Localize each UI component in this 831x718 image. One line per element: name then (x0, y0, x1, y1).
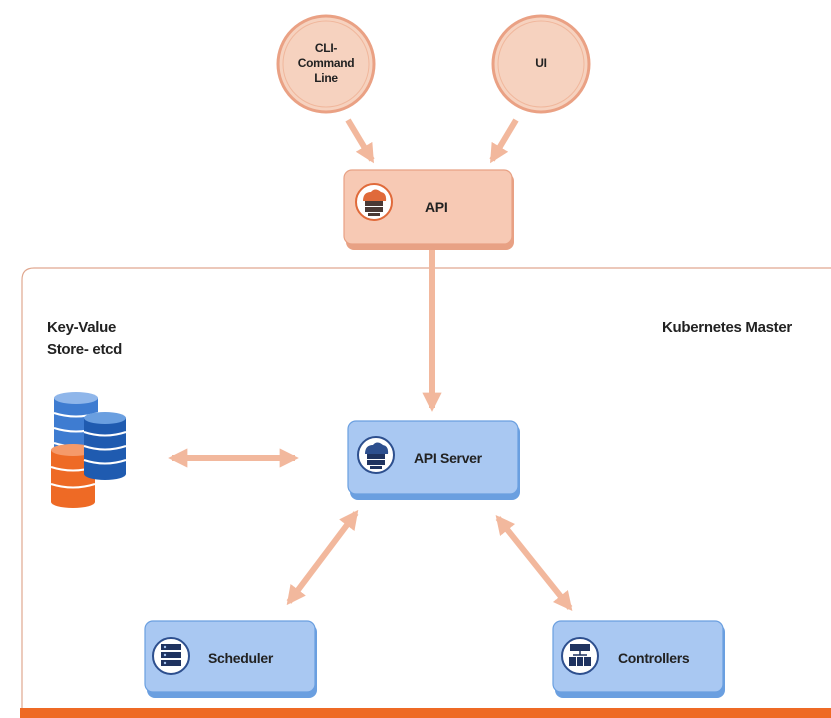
edge-apiserver-controllers (495, 515, 573, 611)
edge-cli-api (345, 118, 375, 164)
frame-bottom-bar (20, 708, 831, 718)
controllers-icon (561, 637, 599, 675)
cli-label: CLI- Command Line (297, 41, 355, 85)
api-server-label: API Server (414, 450, 482, 466)
scheduler-node (144, 620, 317, 698)
ui-node (491, 14, 591, 114)
cloud-server-icon (357, 436, 395, 474)
server-rack-icon (152, 637, 190, 675)
database-icon (50, 392, 127, 508)
kv-store-label-line1: Key-Value (47, 319, 117, 336)
api-server-node (347, 420, 520, 500)
api-label: API (425, 199, 448, 215)
edge-ui-api (489, 118, 519, 164)
kv-store-label-line2: Store- etcd (47, 341, 123, 358)
kubernetes-master-frame (20, 267, 831, 718)
edge-apiserver-scheduler (286, 509, 359, 606)
kv-store-label: Key-Value Store- etcd (47, 317, 122, 361)
controllers-node (552, 620, 725, 698)
kubernetes-master-label: Kubernetes Master (662, 319, 792, 336)
cloud-server-icon (355, 183, 393, 221)
ui-label: UI (535, 56, 547, 70)
cli-node (276, 14, 376, 114)
controllers-label: Controllers (618, 650, 690, 666)
scheduler-label: Scheduler (208, 650, 273, 666)
